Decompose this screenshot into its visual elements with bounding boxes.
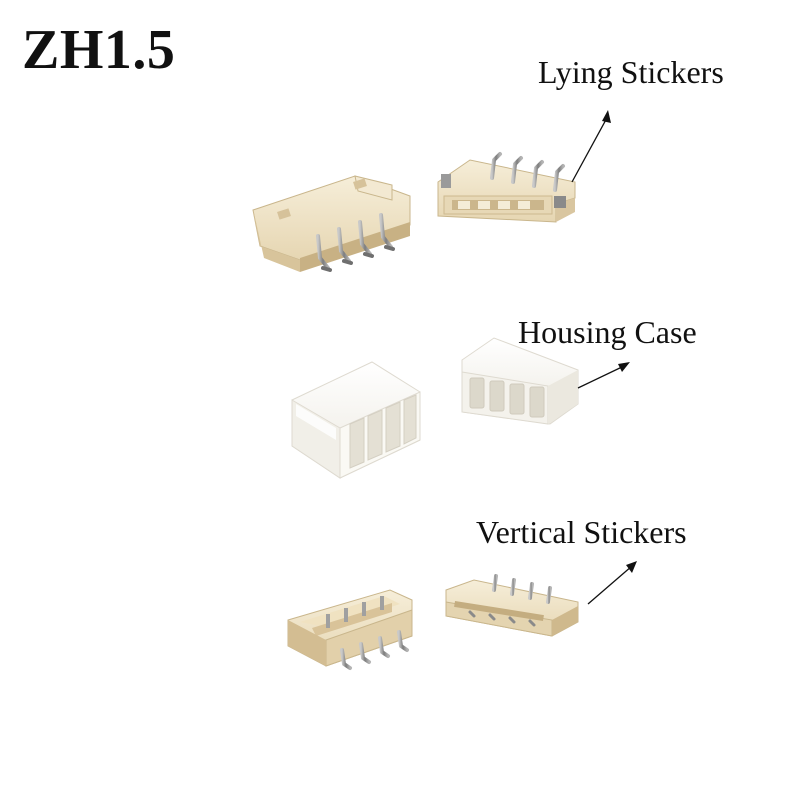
housing-case-left	[291, 361, 421, 479]
lying-header-left	[252, 175, 411, 272]
vertical-header-left	[287, 589, 413, 670]
label-vertical-stickers: Vertical Stickers	[476, 514, 687, 550]
housing-pointer-arrow	[577, 362, 630, 389]
product-title: ZH1.5	[22, 19, 176, 81]
label-housing-case: Housing Case	[518, 314, 697, 350]
label-lying-stickers: Lying Stickers	[538, 54, 724, 90]
vertical-header-right	[445, 574, 579, 637]
lying-header-right	[437, 152, 576, 223]
vertical-pointer-arrow	[587, 561, 637, 605]
lying-pointer-arrow	[571, 110, 611, 183]
housing-case-right	[461, 337, 579, 425]
